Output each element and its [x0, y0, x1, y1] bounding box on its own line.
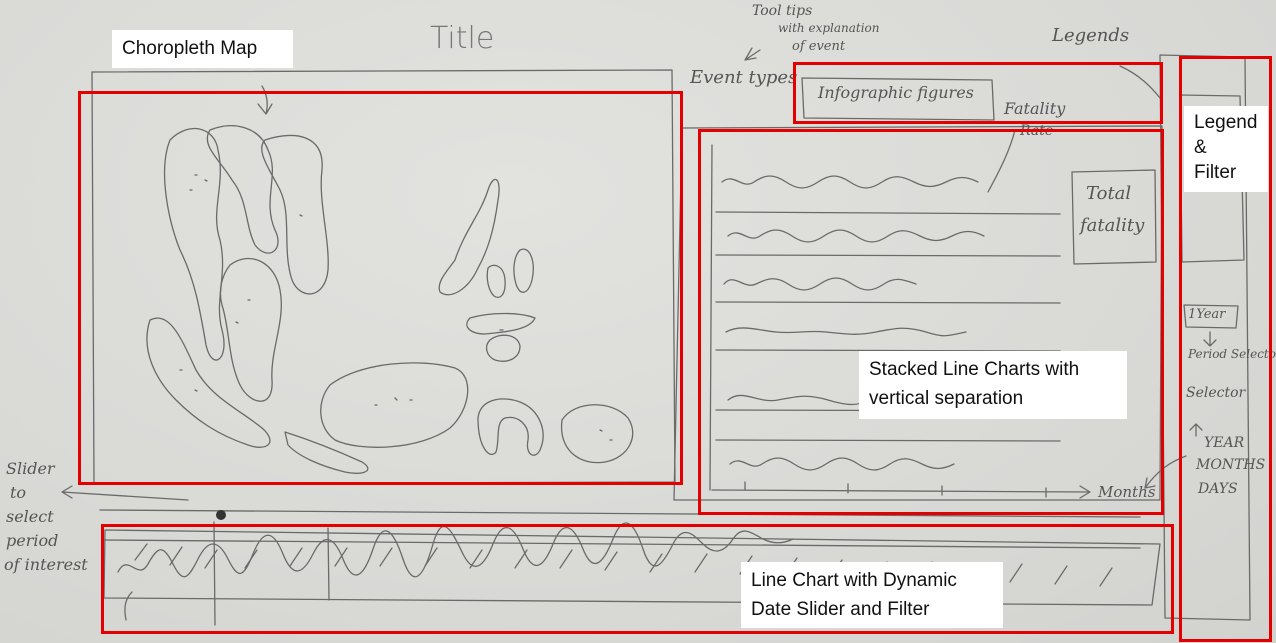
map-region: [513, 248, 534, 293]
legends-note: Legends: [1052, 25, 1130, 46]
granularity-days: DAYS: [1198, 481, 1238, 497]
total-fatality-note-1: Total: [1086, 183, 1132, 204]
map-region: [486, 264, 506, 298]
tooltip-note-1: Tool tips: [752, 3, 813, 19]
granularity-months: MONTHS: [1196, 457, 1266, 473]
slider-handle: [216, 510, 226, 520]
legend-filter-line-2: &: [1194, 137, 1207, 158]
months-axis-label: Months: [1098, 483, 1156, 501]
map-region: [164, 128, 225, 361]
event-types-box: [793, 62, 1163, 124]
stacked-series: [727, 394, 869, 406]
map-region: [477, 398, 544, 456]
legend-filter-box: [1179, 56, 1272, 642]
total-fatality-box: [1071, 169, 1157, 265]
event-types-note: Event types: [690, 67, 798, 88]
stacked-series: [725, 327, 967, 337]
stacked-series: [727, 229, 985, 243]
granularity-year: YEAR: [1204, 435, 1245, 451]
map-region: [485, 334, 521, 362]
slider-note-1: Slider: [6, 459, 55, 478]
stacked-series: [721, 175, 979, 189]
overview-frame: [103, 529, 1161, 606]
line-chart-region-box: [101, 524, 1174, 634]
tooltip-note-2: with explanation: [778, 21, 880, 35]
one-year-box: [1183, 304, 1239, 329]
total-fatality-note-2: fatality: [1080, 215, 1145, 236]
map-region: [438, 178, 500, 296]
fatality-rate-note-1: Fatality: [1004, 99, 1066, 118]
map-region: [466, 312, 536, 335]
map-region: [284, 431, 369, 474]
choropleth-callout: Choropleth Map: [112, 30, 293, 68]
map-region: [261, 134, 329, 295]
legend-filter-line-3: Filter: [1194, 162, 1237, 183]
period-selector-note: Period Selector: [1188, 347, 1276, 361]
infographic-note: Infographic figures: [818, 83, 974, 102]
tooltip-note-3: of event: [792, 39, 846, 54]
overview-series: [117, 522, 794, 578]
stacked-x-axis: [711, 485, 1091, 499]
infographic-box: [801, 77, 995, 121]
choropleth-region-box: [78, 91, 683, 485]
legend-filter-line-1: Legend: [1194, 112, 1258, 133]
slider-note-5: of interest: [4, 555, 88, 574]
slider-note-2: to: [10, 483, 27, 502]
sketch-title: Title: [430, 21, 495, 56]
map-region: [146, 317, 271, 448]
stacked-series: [729, 457, 955, 471]
slider-arrow: [61, 485, 189, 501]
selector-note: Selector: [1186, 385, 1246, 401]
slider-note-4: period: [6, 531, 59, 550]
legend-filter-callout: Legend & Filter: [1184, 106, 1268, 192]
map-region: [206, 125, 279, 254]
stacked-region-box: [698, 129, 1164, 515]
slider-track: [99, 509, 1141, 518]
slider-note-3: select: [6, 507, 54, 526]
stacked-y-axis: [709, 144, 713, 491]
map-region: [320, 362, 469, 448]
stacked-callout: Stacked Line Charts with vertical separa…: [859, 351, 1127, 419]
line-chart-callout: Line Chart with Dynamic Date Slider and …: [741, 562, 1003, 628]
map-region: [219, 257, 282, 402]
stacked-frame: [673, 125, 1163, 501]
one-year-note: 1Year: [1188, 307, 1226, 322]
stacked-series: [723, 277, 917, 291]
map-region: [560, 404, 634, 464]
